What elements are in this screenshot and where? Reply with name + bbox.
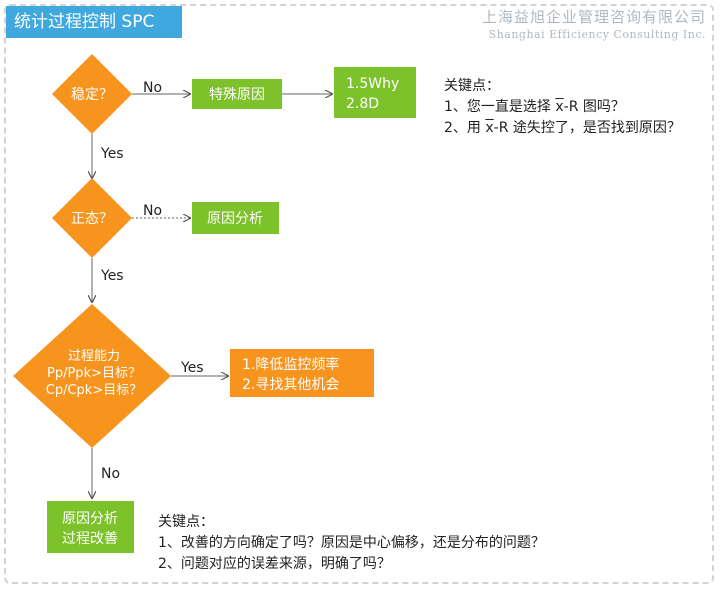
- edge-label-normal-no: No: [143, 203, 162, 219]
- box-improve: [47, 501, 134, 553]
- edge-label-capability-no: No: [101, 466, 120, 482]
- decision-capability-line1: 过程能力: [68, 349, 120, 364]
- notes-bottom: 关键点： 1、改善的方向确定了吗？原因是中心偏移，还是分布的问题？ 2、问题对应…: [158, 512, 545, 575]
- diagram-frame: [4, 4, 714, 584]
- box-capable-actions-line2: 2.寻找其他机会: [242, 377, 339, 393]
- decision-capability-line3: Cp/Cpk>目标？: [46, 383, 142, 398]
- notes-top-line1: 1、您一直是选择 x-R 图吗？: [444, 99, 625, 115]
- company-name-en: Shanghai Efficiency Consulting Inc.: [488, 28, 706, 41]
- decision-capability: [13, 304, 171, 448]
- box-tools-line1: 1.5Why: [346, 76, 399, 92]
- decision-stable: [52, 54, 132, 134]
- notes-top: 关键点： 1、您一直是选择 x-R 图吗？ 2、用 x-R 途失控了，是否找到原…: [444, 76, 681, 139]
- edge-label-stable-no: No: [143, 80, 162, 96]
- edge-label-normal-yes: Yes: [100, 268, 124, 284]
- decision-stable-label: 稳定？: [71, 87, 113, 103]
- edge-label-capability-yes: Yes: [180, 360, 204, 376]
- edge-label-stable-yes: Yes: [100, 146, 124, 162]
- notes-bottom-line2: 2、问题对应的误差来源，明确了吗？: [158, 556, 391, 572]
- box-cause-analysis: [192, 202, 279, 234]
- notes-top-line2: 2、用 x-R 途失控了，是否找到原因？: [444, 120, 681, 136]
- box-capable-actions-line1: 1.降低监控频率: [242, 356, 339, 373]
- box-cause-analysis-label: 原因分析: [207, 211, 263, 227]
- decision-capability-line2: Pp/Ppk>目标？: [47, 366, 141, 381]
- box-special-cause: [192, 79, 282, 109]
- notes-top-heading: 关键点：: [444, 78, 500, 94]
- decision-normal-label: 正态？: [71, 211, 113, 227]
- box-capable-actions: [230, 349, 374, 397]
- box-tools-line2: 2.8D: [346, 96, 379, 112]
- company-logo-text: 上海益旭企业管理咨询有限公司 Shanghai Efficiency Consu…: [482, 6, 706, 41]
- notes-bottom-line1: 1、改善的方向确定了吗？原因是中心偏移，还是分布的问题？: [158, 535, 545, 551]
- decision-normal: [52, 178, 132, 258]
- box-improve-line1: 原因分析: [62, 511, 118, 527]
- box-tools: [334, 67, 416, 118]
- company-name-cn: 上海益旭企业管理咨询有限公司: [481, 8, 706, 26]
- page-title: 统计过程控制 SPC: [6, 6, 182, 38]
- box-special-cause-label: 特殊原因: [209, 87, 265, 103]
- box-improve-line2: 过程改善: [62, 531, 118, 547]
- notes-bottom-heading: 关键点：: [158, 514, 214, 530]
